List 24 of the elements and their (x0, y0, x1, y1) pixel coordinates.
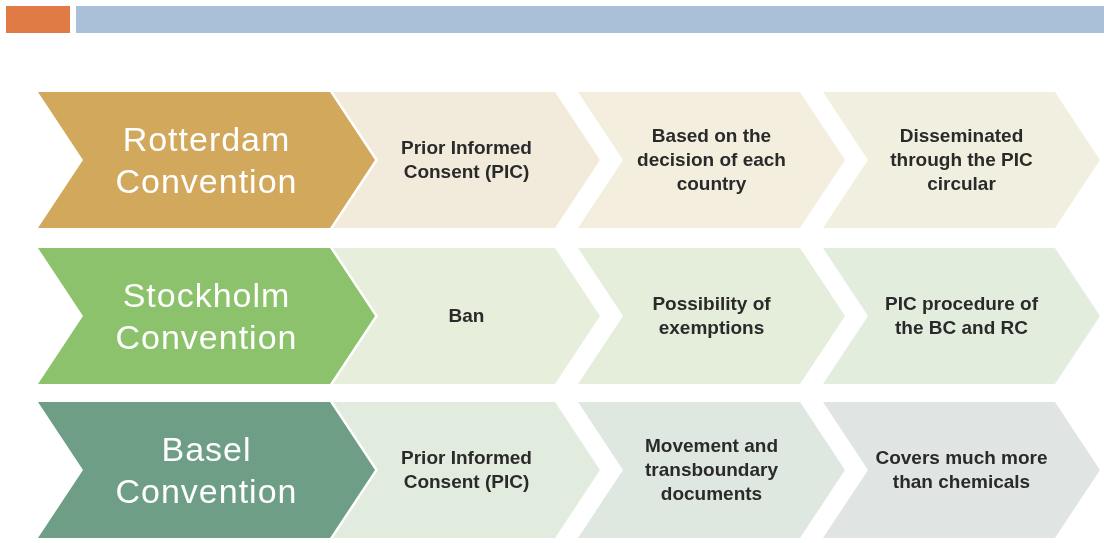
chevron-heading (38, 402, 375, 538)
step-text: Possibility of exemptions (651, 292, 772, 340)
step-text: Ban (448, 304, 485, 328)
chevron-step (823, 92, 1100, 228)
chevron-step (578, 402, 845, 538)
chevron-heading (38, 248, 375, 384)
step-text: Movement and transboundary documents (644, 434, 779, 506)
convention-name: Rotterdam Convention (114, 119, 299, 202)
chevron-step (333, 402, 600, 538)
chevron-step (578, 248, 845, 384)
chevron-step (333, 92, 600, 228)
step-text: Based on the decision of each country (636, 124, 787, 196)
chevron-step (333, 248, 600, 384)
step-text: PIC procedure of the BC and RC (883, 292, 1040, 340)
convention-name: Basel Convention (114, 429, 299, 512)
step-text: Prior Informed Consent (PIC) (400, 136, 533, 184)
chevron-step (823, 248, 1100, 384)
chevron-heading (38, 92, 375, 228)
chevron-step (823, 402, 1100, 538)
step-text: Covers much more than chemicals (874, 446, 1049, 494)
chevron-step (578, 92, 845, 228)
step-text: Disseminated through the PIC circular (889, 124, 1034, 196)
step-text: Prior Informed Consent (PIC) (400, 446, 533, 494)
convention-name: Stockholm Convention (114, 275, 299, 358)
